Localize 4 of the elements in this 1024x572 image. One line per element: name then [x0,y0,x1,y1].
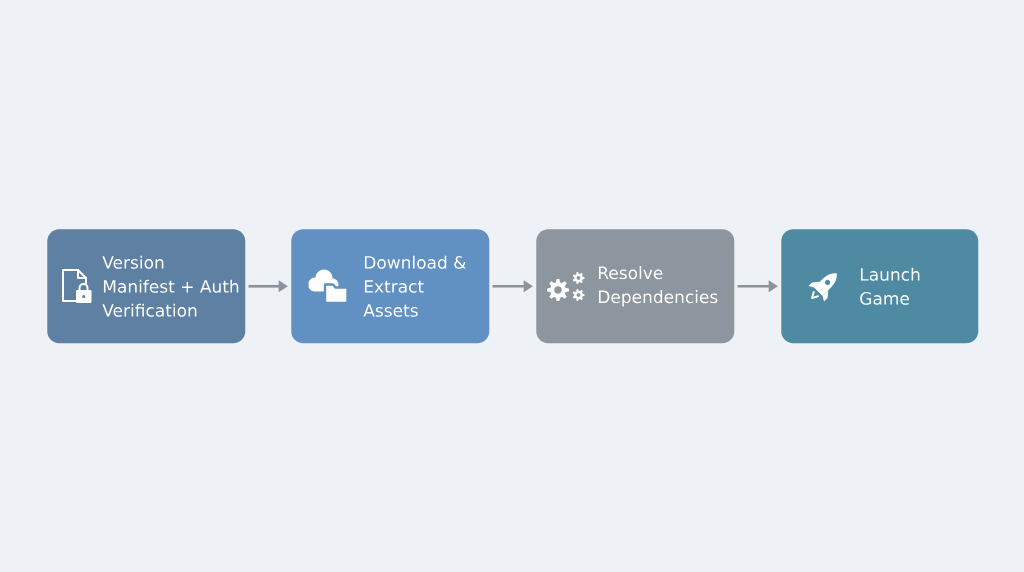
process-box: Version Manifest + Auth Verification [47,229,246,344]
process-box: Launch Game [781,229,979,344]
process-box: Download & Extract Assets [291,229,490,344]
process-box: Resolve Dependencies [536,229,735,344]
